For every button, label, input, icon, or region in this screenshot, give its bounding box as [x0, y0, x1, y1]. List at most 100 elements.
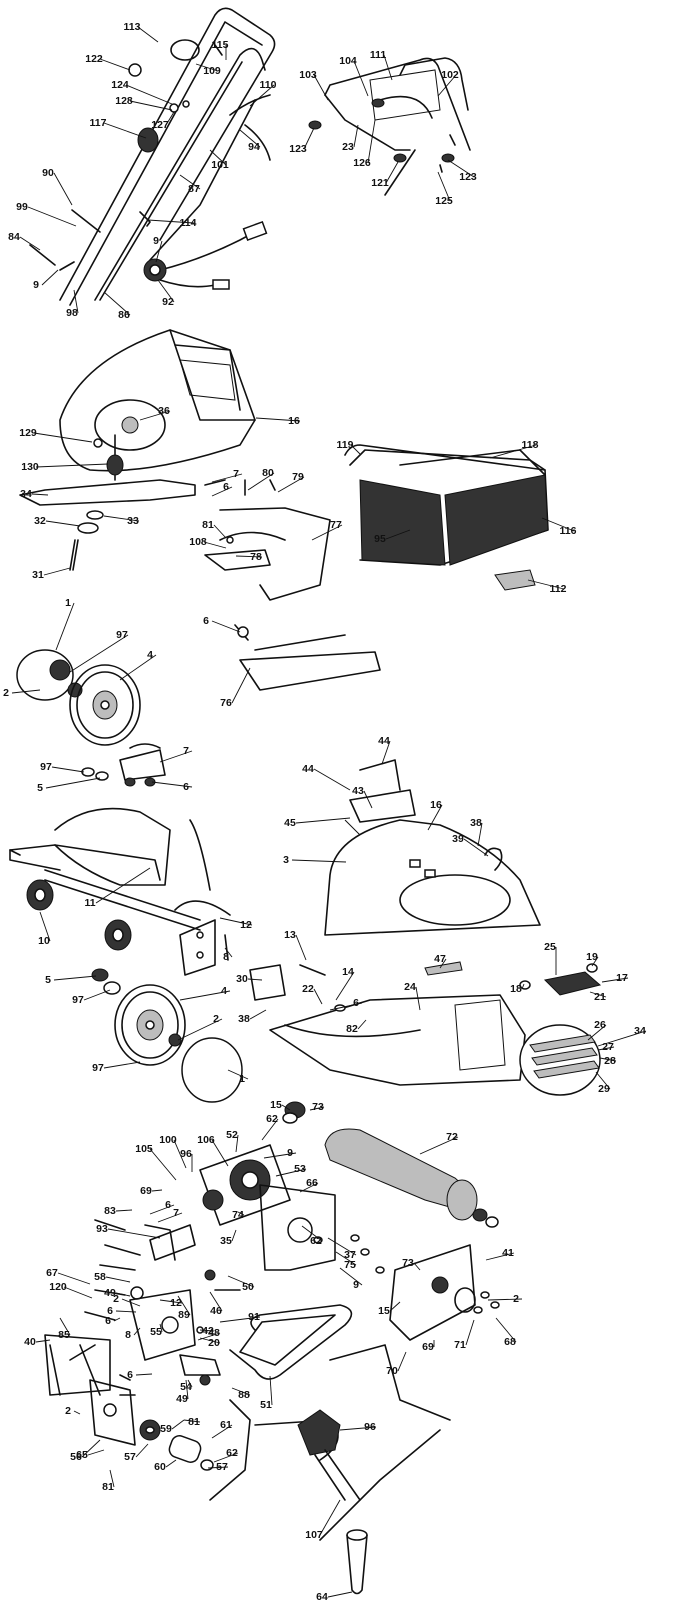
leader-line	[81, 1439, 101, 1458]
leader-line	[83, 989, 111, 1001]
part-number-label: 41	[502, 1247, 514, 1259]
part-number-label: 6	[165, 1199, 171, 1211]
leader-line	[55, 602, 75, 651]
leader-line	[447, 159, 475, 178]
part-number-label: 129	[19, 427, 37, 439]
part-number-label: 99	[16, 201, 28, 213]
part-number-label: 86	[118, 309, 130, 321]
part-number-label: 12	[240, 919, 252, 931]
part-number-label: 117	[90, 117, 107, 129]
callout-65: 65	[76, 1449, 105, 1461]
leader-line	[599, 1057, 617, 1062]
leader-line	[159, 1323, 163, 1333]
part-number-label: 62	[226, 1447, 238, 1459]
leader-line	[255, 417, 301, 422]
callout-93: 93	[96, 1223, 161, 1239]
part-number-label: 31	[32, 569, 44, 581]
callout-51: 51	[260, 1375, 273, 1411]
callout-100: 100	[159, 1134, 187, 1169]
leader-line	[213, 1452, 239, 1463]
callout-9: 9	[33, 269, 59, 291]
part-number-label: 5	[37, 782, 43, 794]
part-number-label: 121	[371, 177, 389, 189]
callout-27: 27	[597, 1041, 615, 1053]
leader-line	[487, 1298, 523, 1301]
leader-line	[211, 1139, 229, 1167]
leader-line	[385, 529, 411, 540]
leader-line	[419, 1136, 459, 1155]
part-number-label: 18	[510, 983, 522, 995]
callout-36: 36	[139, 405, 171, 421]
callout-6: 6	[107, 1305, 137, 1317]
leader-line	[73, 1410, 81, 1415]
handle-assembly	[29, 7, 276, 306]
callout-109: 109	[195, 63, 221, 77]
part-number-label: 127	[151, 119, 169, 131]
leader-line	[33, 432, 93, 443]
callout-110: 110	[249, 79, 277, 107]
callout-16: 16	[255, 415, 301, 427]
part-number-label: 9	[287, 1147, 293, 1159]
callout-57: 57	[124, 1443, 149, 1463]
callout-128: 128	[115, 95, 173, 111]
callout-47: 47	[434, 953, 447, 969]
callout-91: 91	[219, 1311, 261, 1323]
leader-line	[129, 100, 173, 111]
part-number-label: 79	[292, 471, 304, 483]
callout-41: 41	[485, 1247, 515, 1261]
part-number-label: 115	[212, 39, 229, 51]
rear-deflector	[204, 479, 331, 601]
leader-line	[31, 493, 49, 496]
part-number-label: 110	[260, 79, 277, 91]
part-number-label: 78	[250, 551, 262, 563]
callout-6: 6	[211, 481, 233, 497]
callout-44: 44	[378, 735, 391, 765]
callout-86: 86	[103, 291, 131, 321]
leader-line	[295, 817, 351, 824]
part-number-label: 40	[24, 1336, 36, 1348]
leader-line	[437, 171, 451, 202]
callout-25: 25	[544, 941, 557, 975]
callout-9: 9	[153, 235, 163, 263]
leader-line	[151, 781, 193, 788]
callout-2: 2	[177, 1013, 223, 1041]
part-number-label: 103	[299, 69, 317, 81]
part-number-label: 106	[197, 1134, 215, 1146]
leader-line	[95, 867, 151, 904]
callout-97: 97	[40, 761, 85, 773]
part-number-label: 116	[560, 525, 577, 537]
part-number-label: 21	[594, 991, 606, 1003]
callout-77: 77	[311, 519, 343, 541]
callout-54: 54	[180, 1379, 193, 1393]
part-number-label: 64	[316, 1591, 328, 1603]
callout-68: 68	[495, 1317, 517, 1348]
part-number-label: 51	[260, 1399, 272, 1411]
callout-62: 62	[213, 1447, 239, 1463]
rear-deck	[324, 759, 541, 936]
part-number-label: 19	[586, 951, 598, 963]
part-number-label: 3	[283, 854, 289, 866]
part-number-label: 1	[239, 1073, 245, 1085]
part-number-label: 44	[302, 763, 314, 775]
callout-80: 80	[247, 467, 275, 491]
callout-5: 5	[45, 974, 97, 986]
part-number-label: 65	[76, 1449, 88, 1461]
part-number-label: 10	[38, 935, 50, 947]
callout-79: 79	[277, 471, 305, 493]
callout-2: 2	[113, 1293, 141, 1307]
leader-line	[327, 1237, 357, 1256]
leader-line	[99, 58, 131, 71]
leader-line	[73, 289, 79, 314]
part-number-label: 15	[378, 1305, 390, 1317]
part-number-label: 113	[124, 21, 141, 33]
callout-94: 94	[239, 129, 261, 153]
callout-127: 127	[151, 111, 175, 131]
leader-line	[527, 579, 565, 590]
leader-line	[477, 822, 483, 847]
leader-line	[335, 1251, 357, 1266]
leader-line	[339, 1267, 363, 1286]
callout-126: 126	[353, 119, 376, 169]
callout-125: 125	[435, 171, 453, 207]
leader-line	[137, 26, 159, 43]
callout-62: 62	[261, 1113, 279, 1141]
